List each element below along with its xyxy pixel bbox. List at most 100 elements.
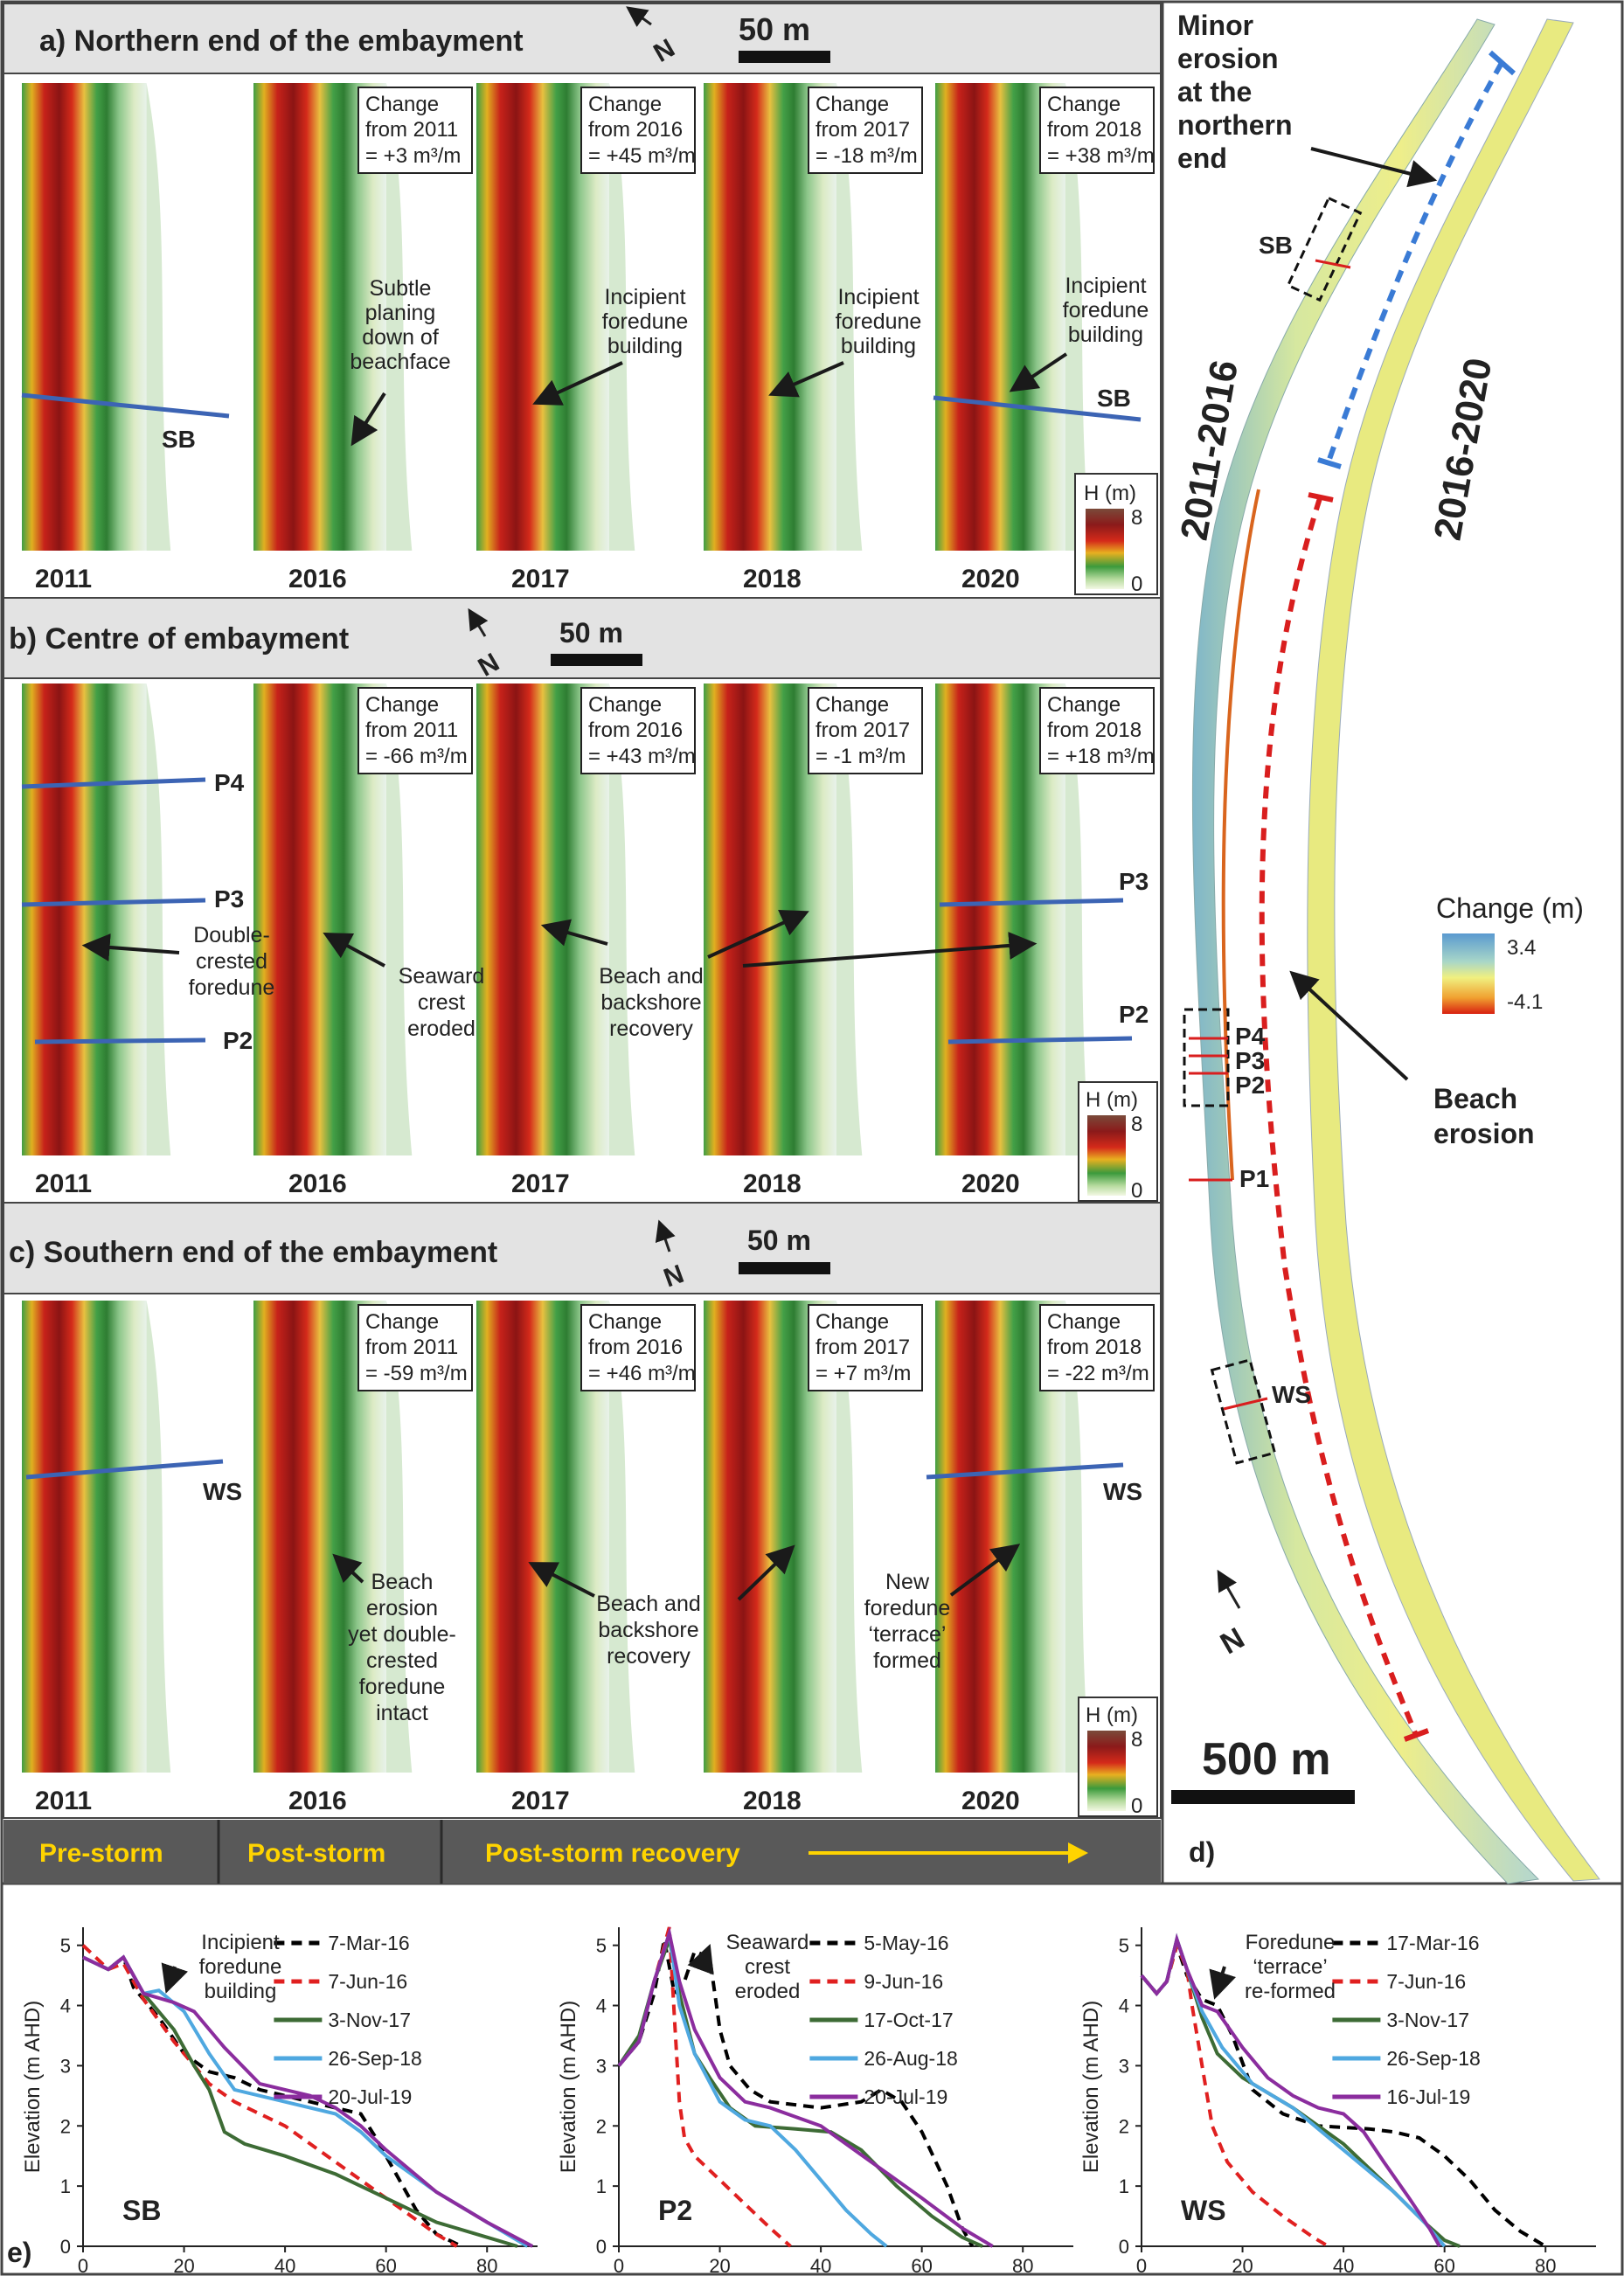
x-tick-label: 0 <box>1136 2255 1147 2276</box>
profile-line-p2-2020 <box>947 1036 1133 1044</box>
y-tick-label: 1 <box>1119 2175 1129 2197</box>
svg-text:Incipient: Incipient <box>604 285 685 309</box>
stage-bar: Pre-storm Post-storm Post-storm recovery <box>3 1820 1161 1884</box>
dem-c-2011 <box>22 1301 171 1773</box>
dem-a-2017 <box>476 83 635 551</box>
svg-text:from 2016: from 2016 <box>588 118 683 142</box>
panel-a-scale-bar <box>739 51 830 63</box>
svg-text:= -18 m³/m: = -18 m³/m <box>815 144 918 168</box>
svg-text:beachface: beachface <box>350 350 450 374</box>
profile-label-p4-2011: P4 <box>214 769 245 796</box>
series-line-7-Jun-16 <box>81 1944 458 2248</box>
panel-c-header <box>3 1202 1162 1294</box>
panel-d-north-label: N <box>1215 1621 1250 1661</box>
x-tick-label: 60 <box>375 2255 396 2276</box>
x-tick-label: 60 <box>1433 2255 1454 2276</box>
legend-label: 16-Jul-19 <box>1386 2085 1470 2108</box>
svg-text:intact: intact <box>376 1701 428 1725</box>
year-label-b-2020: 2020 <box>961 1169 1020 1198</box>
svg-text:from 2011: from 2011 <box>365 718 458 742</box>
profile-line-p3-2011 <box>21 898 206 907</box>
year-label-c-2018: 2018 <box>743 1787 802 1815</box>
profile-label-p2-2011: P2 <box>223 1027 253 1054</box>
legend-label: 3-Nov-17 <box>328 2009 411 2031</box>
panel-c-scale-label: 50 m <box>747 1225 811 1256</box>
chart-annotation: eroded <box>735 1980 801 2003</box>
svg-text:planing: planing <box>365 301 436 325</box>
period-label-2016-2020: 2016-2020 <box>1426 355 1501 544</box>
svg-text:eroded: eroded <box>407 1017 475 1041</box>
panel-d-label: d) <box>1189 1836 1215 1868</box>
panel-a-title: a) Northern end of the embayment <box>39 24 524 58</box>
chart-site-label: WS <box>1181 2195 1226 2226</box>
y-tick-label: 4 <box>596 1995 607 2017</box>
y-axis-label: Elevation (m AHD) <box>1079 2001 1103 2173</box>
site-label-sb: SB <box>1259 232 1293 259</box>
svg-text:Beach: Beach <box>371 1570 434 1594</box>
svg-text:crest: crest <box>418 990 465 1015</box>
x-tick-label: 20 <box>173 2255 194 2276</box>
chart-annotation: re-formed <box>1245 1980 1336 2003</box>
annotation <box>737 1544 795 1601</box>
svg-text:recovery: recovery <box>609 1017 693 1041</box>
svg-text:from 2018: from 2018 <box>1047 1336 1142 1359</box>
legend-label: 7-Mar-16 <box>328 1932 409 1954</box>
y-tick-label: 0 <box>60 2236 71 2258</box>
svg-text:foredune: foredune <box>359 1675 446 1699</box>
year-label-c-2011: 2011 <box>35 1787 92 1815</box>
year-label-a-2011: 2011 <box>35 565 92 593</box>
x-tick-label: 0 <box>78 2255 88 2276</box>
panel-d-north-arrow: N <box>1215 1569 1250 1661</box>
panel-c-title: c) Southern end of the embayment <box>9 1236 497 1269</box>
y-tick-label: 5 <box>1119 1935 1129 1957</box>
site-label-p4: P4 <box>1235 1023 1266 1050</box>
svg-text:Incipient: Incipient <box>837 285 919 309</box>
svg-text:erosion: erosion <box>1433 1118 1535 1149</box>
legend-label: 3-Nov-17 <box>1386 2009 1469 2031</box>
legend-h-max: 8 <box>1131 1728 1142 1752</box>
x-tick-label: 80 <box>1535 2255 1556 2276</box>
legend-h-max: 8 <box>1131 506 1142 530</box>
legend-label: 26-Sep-18 <box>1386 2047 1480 2070</box>
y-tick-label: 4 <box>60 1995 71 2017</box>
series-line-16-Jul-19 <box>1140 1933 1441 2247</box>
year-label-b-2011: 2011 <box>35 1169 92 1198</box>
svg-text:end: end <box>1177 142 1227 174</box>
legend-h-min: 0 <box>1131 1794 1142 1818</box>
svg-text:New: New <box>885 1570 930 1594</box>
chart-annotation: crest <box>745 1955 790 1979</box>
svg-text:backshore: backshore <box>600 990 701 1015</box>
svg-text:= -59 m³/m: = -59 m³/m <box>365 1362 468 1385</box>
panel-b-title: b) Centre of embayment <box>9 622 349 656</box>
svg-text:Subtle: Subtle <box>370 276 432 301</box>
panel-a: a) Northern end of the embayment N 50 m … <box>3 3 1162 599</box>
svg-text:Change: Change <box>365 93 439 116</box>
svg-text:backshore: backshore <box>598 1618 698 1642</box>
svg-text:Seaward: Seaward <box>399 964 485 989</box>
chart-annotation: Incipient <box>201 1931 280 1954</box>
x-tick-label: 40 <box>1333 2255 1354 2276</box>
profile-line-sb-2011 <box>21 392 230 419</box>
legend-label: 17-Mar-16 <box>1386 1932 1479 1954</box>
y-tick-label: 4 <box>1119 1995 1129 2017</box>
profile-label-ws-2020: WS <box>1103 1478 1142 1505</box>
profile-line-ws-2020 <box>926 1462 1124 1480</box>
year-label-a-2018: 2018 <box>743 565 802 593</box>
beach-erosion-arrow <box>1289 970 1409 1081</box>
svg-text:from 2017: from 2017 <box>815 718 910 742</box>
svg-text:= +43 m³/m: = +43 m³/m <box>588 745 696 768</box>
chart-annotation: ‘terrace’ <box>1253 1955 1327 1979</box>
svg-text:= +18 m³/m: = +18 m³/m <box>1047 745 1155 768</box>
legend-h-title: H (m) <box>1084 482 1136 505</box>
legend-label: 7-Jun-16 <box>1386 1970 1466 1993</box>
